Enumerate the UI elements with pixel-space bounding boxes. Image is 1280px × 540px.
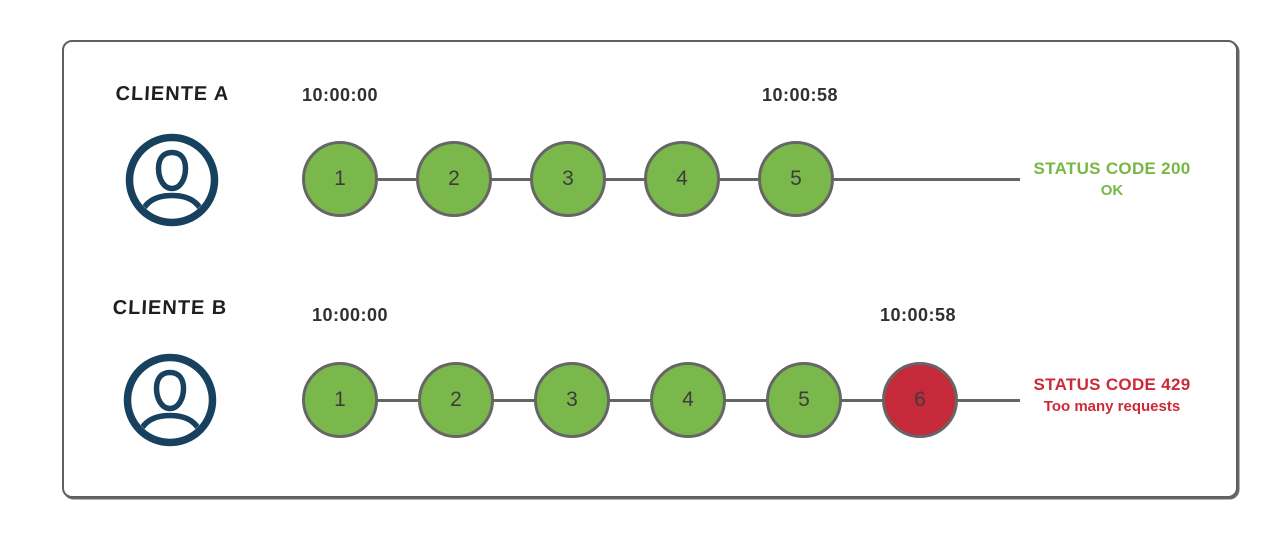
request-number: 4 bbox=[682, 388, 694, 411]
request-number: 6 bbox=[914, 388, 926, 411]
request-number: 1 bbox=[334, 388, 346, 411]
client-b-label: CLIENTE B bbox=[112, 297, 228, 319]
request-circle-b2: 2 bbox=[418, 362, 494, 438]
request-number: 1 bbox=[334, 167, 346, 190]
request-circle-b6-blocked: 6 bbox=[882, 362, 958, 438]
request-circle-a3: 3 bbox=[530, 141, 606, 217]
request-number: 4 bbox=[676, 167, 688, 190]
request-circle-a2: 2 bbox=[416, 141, 492, 217]
status-code-text: STATUS CODE 200 bbox=[1033, 159, 1191, 178]
timestamp-start-b: 10:00:00 bbox=[311, 305, 389, 325]
diagram-frame bbox=[62, 40, 1238, 498]
status-result-b: STATUS CODE 429 Too many requests bbox=[1026, 374, 1198, 418]
status-result-a: STATUS CODE 200 OK bbox=[1026, 158, 1198, 202]
request-number: 5 bbox=[790, 167, 802, 190]
timestamp-start-a: 10:00:00 bbox=[301, 85, 379, 105]
request-circle-b5: 5 bbox=[766, 362, 842, 438]
request-circle-b4: 4 bbox=[650, 362, 726, 438]
status-code-text: STATUS CODE 429 bbox=[1033, 375, 1191, 394]
request-circle-b1: 1 bbox=[302, 362, 378, 438]
request-circle-a4: 4 bbox=[644, 141, 720, 217]
status-detail-text: Too many requests bbox=[1043, 398, 1181, 415]
request-number: 3 bbox=[566, 388, 578, 411]
request-number: 2 bbox=[450, 388, 462, 411]
timestamp-end-b: 10:00:58 bbox=[879, 305, 957, 325]
request-number: 5 bbox=[798, 388, 810, 411]
request-number: 3 bbox=[562, 167, 574, 190]
timestamp-end-a: 10:00:58 bbox=[761, 85, 839, 105]
request-circle-a5: 5 bbox=[758, 141, 834, 217]
status-detail-text: OK bbox=[1100, 182, 1124, 199]
request-circle-b3: 3 bbox=[534, 362, 610, 438]
user-avatar-icon bbox=[125, 133, 219, 227]
client-a-label: CLIENTE A bbox=[115, 83, 231, 105]
request-circle-a1: 1 bbox=[302, 141, 378, 217]
request-number: 2 bbox=[448, 167, 460, 190]
user-avatar-icon bbox=[123, 353, 217, 447]
